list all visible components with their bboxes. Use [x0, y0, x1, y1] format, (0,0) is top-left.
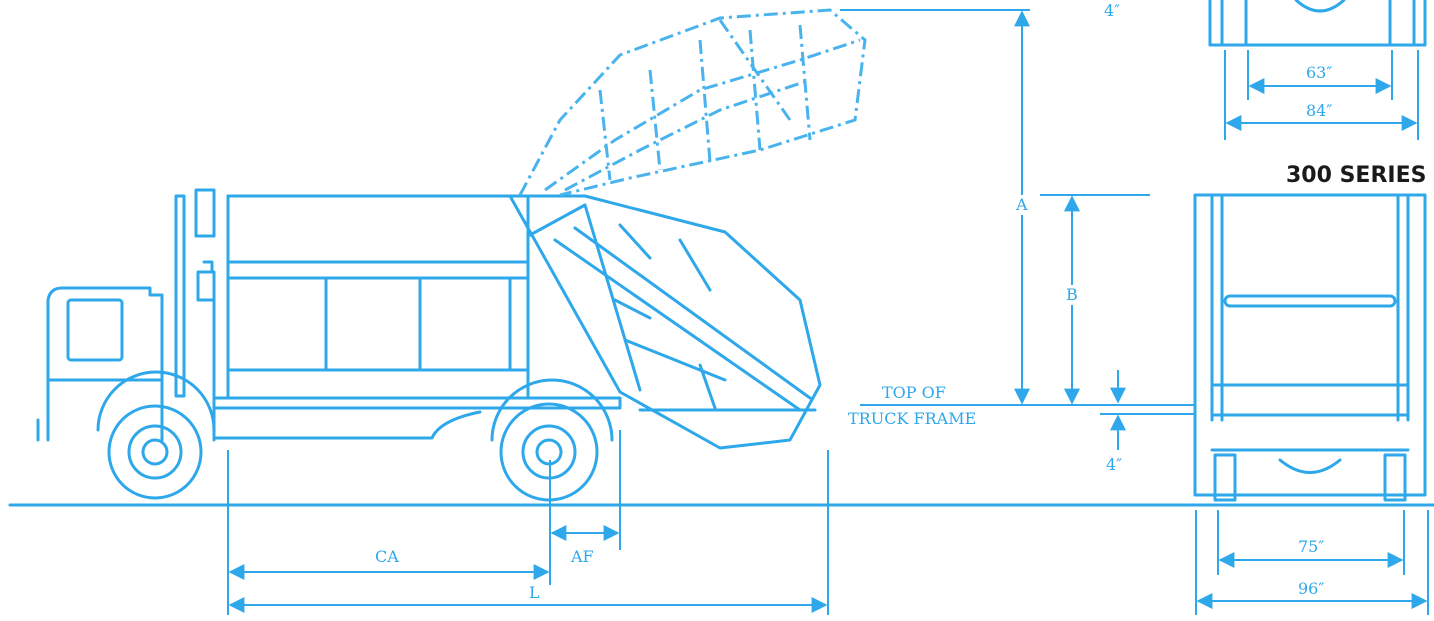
label-truck-frame: TRUCK FRAME [848, 409, 976, 428]
body-box [226, 194, 530, 400]
truck-side-view [36, 8, 867, 502]
label-top-of: TOP OF [882, 383, 946, 402]
label-l: L [529, 583, 540, 602]
label-b: B [1066, 285, 1078, 304]
cab-window [66, 298, 124, 362]
series-title: 300 SERIES [1286, 163, 1426, 188]
rear-view-top [1208, 0, 1427, 140]
tailgate-raised [518, 8, 867, 197]
tailgate-closed [508, 194, 822, 450]
cab [46, 286, 164, 442]
front-wheel [96, 370, 216, 500]
label-rear-outer: 96″ [1298, 579, 1324, 598]
label-ca: CA [375, 547, 399, 566]
label-af: AF [570, 547, 594, 566]
label-rear-top-inner: 63″ [1306, 63, 1332, 82]
side-dimensions [227, 9, 1195, 615]
label-rear-top-outer: 84″ [1306, 101, 1332, 120]
rear-view-300 [1193, 193, 1429, 615]
label-a: A [1015, 195, 1028, 214]
label-frame-gap-bottom: 4″ [1106, 455, 1122, 474]
label-frame-gap-top: 4″ [1104, 1, 1120, 20]
label-rear-inner: 75″ [1298, 537, 1324, 556]
chassis-frame [212, 396, 622, 440]
